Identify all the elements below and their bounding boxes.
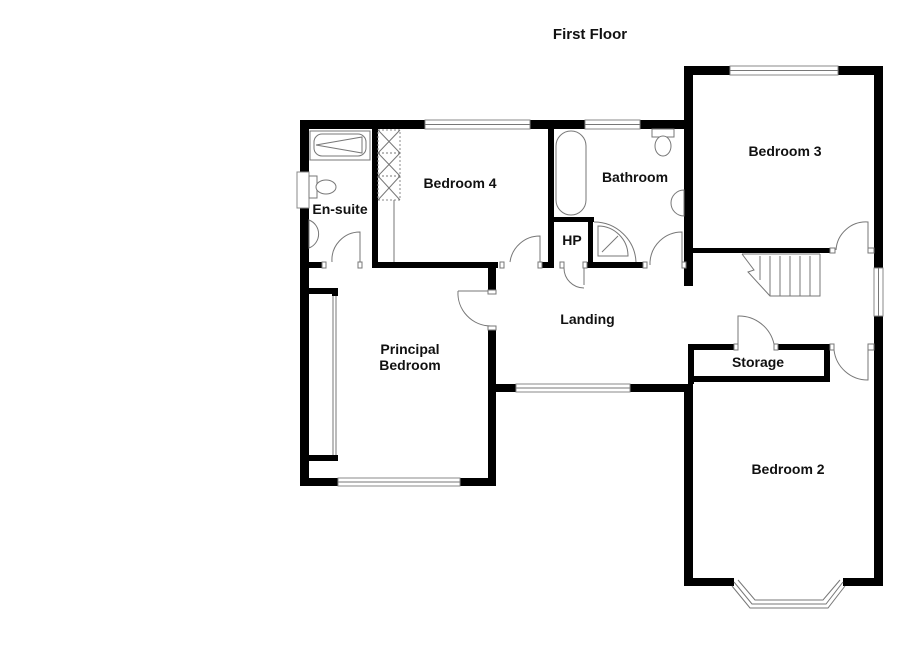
- wall: [824, 344, 830, 382]
- room-label-bedroom-3: Bedroom 3: [748, 143, 822, 159]
- room-label-line: Bedroom: [379, 357, 441, 373]
- door: [833, 349, 869, 381]
- room-label-bedroom-2: Bedroom 2: [751, 461, 825, 477]
- wall: [372, 128, 378, 268]
- wall: [874, 66, 883, 268]
- wall: [530, 120, 585, 129]
- wall: [300, 455, 338, 461]
- door: [835, 221, 869, 251]
- wall: [684, 66, 693, 286]
- door: [563, 267, 585, 289]
- wall: [688, 344, 738, 350]
- shower-icon: [593, 221, 637, 263]
- wall: [300, 120, 309, 486]
- floor-title: First Floor: [552, 26, 628, 43]
- wall: [488, 328, 496, 350]
- door: [509, 235, 541, 265]
- room-label-line: Principal: [380, 341, 440, 357]
- door: [457, 290, 492, 327]
- wall: [488, 268, 496, 290]
- wall: [630, 384, 692, 392]
- room-label-bathroom: Bathroom: [601, 169, 669, 185]
- wall: [640, 120, 692, 129]
- basin-icon: [308, 219, 320, 249]
- wall: [587, 262, 643, 268]
- wall: [843, 578, 883, 586]
- room-label-storage: Storage: [731, 354, 785, 370]
- door: [649, 231, 683, 265]
- window: [296, 171, 310, 209]
- bath-icon: [555, 130, 587, 216]
- wall: [874, 316, 883, 586]
- wall: [688, 376, 830, 382]
- wall: [300, 262, 322, 268]
- wall: [540, 262, 554, 268]
- wall: [684, 578, 734, 586]
- wall: [684, 262, 692, 284]
- room-label-hp: HP: [562, 232, 582, 248]
- room-label-en-suite: En-suite: [312, 201, 368, 217]
- wall: [838, 66, 883, 75]
- stairs-icon: [741, 253, 821, 297]
- wall: [588, 217, 593, 268]
- wall: [488, 384, 516, 392]
- wall: [488, 342, 496, 390]
- wall: [372, 262, 498, 268]
- room-label-bedroom-4: Bedroom 4: [423, 175, 497, 191]
- wall: [684, 384, 693, 586]
- wall: [300, 288, 338, 294]
- basin-icon: [670, 189, 685, 217]
- wall: [300, 120, 425, 129]
- room-label-principal-bedroom: Principal Bedroom: [360, 341, 460, 373]
- door: [737, 315, 775, 345]
- bay-window: [733, 581, 844, 605]
- wardrobe-icon: [377, 129, 401, 262]
- wall: [688, 344, 694, 384]
- wall: [488, 380, 496, 486]
- wall: [776, 344, 830, 350]
- wall: [684, 66, 730, 75]
- wall: [460, 478, 496, 486]
- wall: [332, 288, 338, 296]
- wall: [692, 248, 830, 253]
- wall: [300, 478, 338, 486]
- door: [331, 231, 361, 265]
- wall: [554, 217, 594, 222]
- room-label-landing: Landing: [560, 311, 615, 327]
- wall: [548, 128, 554, 268]
